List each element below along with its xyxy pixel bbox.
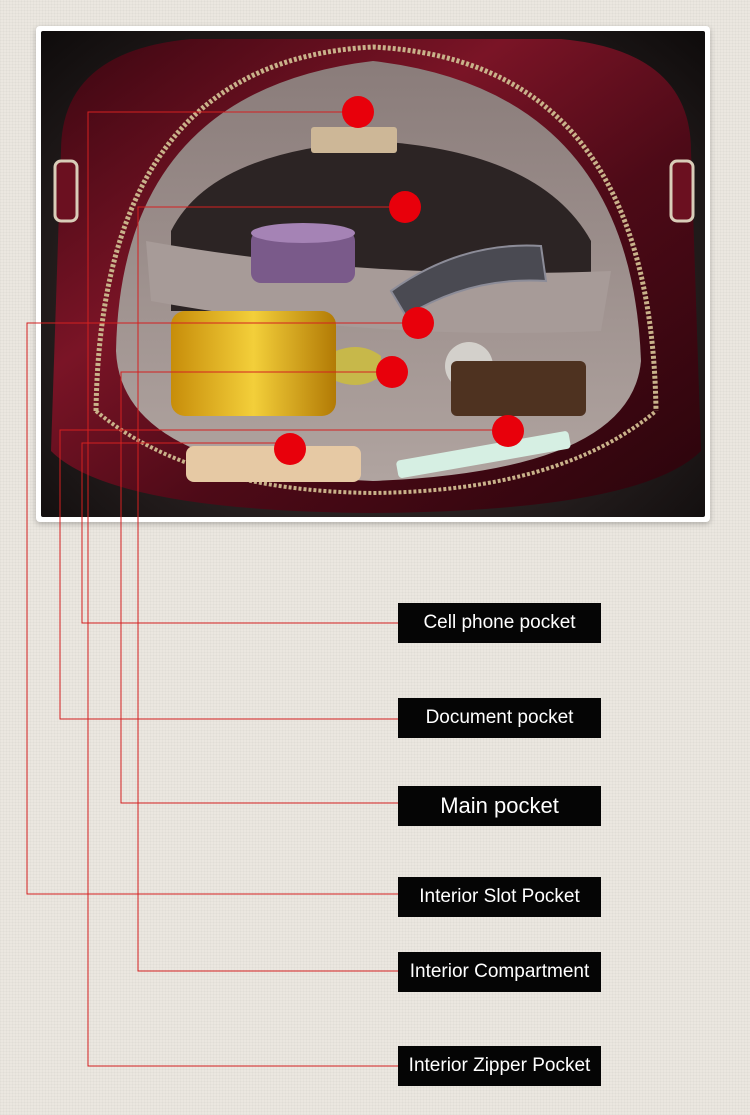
label-cell-phone-pocket: Cell phone pocket	[398, 603, 601, 643]
bracelet	[389, 244, 548, 318]
label-text: Interior Zipper Pocket	[408, 1055, 591, 1076]
wallet	[451, 361, 586, 416]
label-text: Interior Slot Pocket	[419, 886, 580, 907]
perfume-bottle	[171, 311, 336, 416]
right-buckle	[669, 159, 695, 223]
label-interior-compartment: Interior Compartment	[398, 952, 601, 992]
label-interior-zipper-pocket: Interior Zipper Pocket	[398, 1046, 601, 1086]
label-text: Main pocket	[440, 793, 559, 818]
label-interior-slot-pocket: Interior Slot Pocket	[398, 877, 601, 917]
label-text: Document pocket	[425, 707, 574, 728]
brand-patch	[311, 127, 397, 153]
phone	[186, 446, 361, 482]
handbag-interior-photo	[41, 31, 705, 517]
label-text: Interior Compartment	[409, 961, 590, 982]
product-photo-frame	[36, 26, 710, 522]
label-main-pocket: Main pocket	[398, 786, 601, 826]
handbag-illustration	[51, 39, 701, 513]
perfume-neck	[336, 347, 381, 385]
label-text: Cell phone pocket	[423, 612, 576, 633]
label-document-pocket: Document pocket	[398, 698, 601, 738]
left-buckle	[53, 159, 79, 223]
